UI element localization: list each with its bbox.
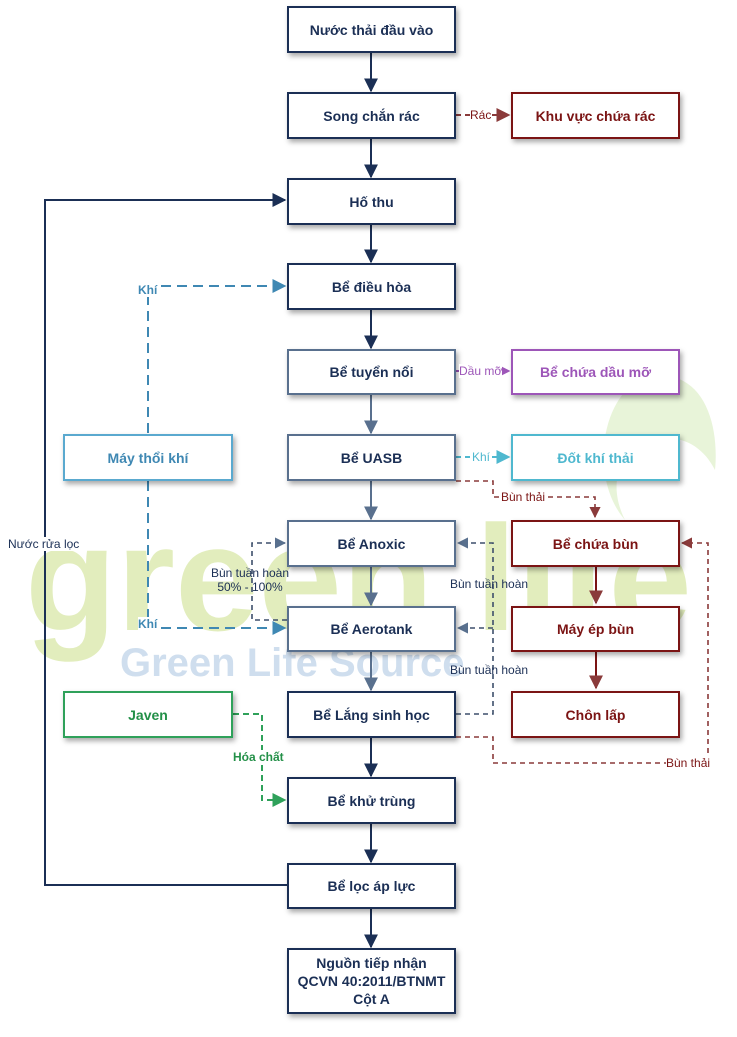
label-waste-sludge-top: Bùn thải [501, 490, 546, 504]
box-blower: Máy thổi khí [63, 434, 233, 481]
box-receiver: Nguồn tiếp nhận QCVN 40:2011/BTNMT Cột A [287, 948, 456, 1014]
label-chemical: Hóa chất [233, 750, 284, 764]
arrow-recirc-aerotank-anoxic [251, 537, 287, 621]
box-landfill: Chôn lấp [511, 691, 680, 738]
box-settling: Bể Lắng sinh học [287, 691, 456, 738]
arrow-air-to-aerotank [147, 481, 287, 635]
box-javen: Javen [63, 691, 233, 738]
box-equalization: Bể điều hòa [287, 263, 456, 310]
box-anoxic: Bể Anoxic [287, 520, 456, 567]
label-air-top: Khí [138, 283, 158, 297]
label-oil: Dầu mỡ [459, 364, 503, 378]
box-disinfection: Bể khử trùng [287, 777, 456, 824]
box-trash-area: Khu vực chứa rác [511, 92, 680, 139]
label-air-bottom: Khí [138, 617, 158, 631]
receiver-line-1: Nguồn tiếp nhận [316, 955, 427, 971]
box-sludge-tank: Bể chứa bùn [511, 520, 680, 567]
label-waste-sludge-bottom: Bùn thải [666, 756, 711, 770]
box-uasb: Bể UASB [287, 434, 456, 481]
receiver-line-3: Cột A [353, 991, 390, 1007]
box-gas-burn: Đốt khí thải [511, 434, 680, 481]
label-recirc-50: Bùn tuần hoàn 50% - 100% [205, 566, 295, 594]
arrow-recirc-settling-anoxic [456, 537, 494, 715]
label-recirc-50-line1: Bùn tuần hoàn [210, 566, 290, 580]
label-backwash: Nước rửa lọc [8, 537, 80, 551]
arrow-backwash-loop [44, 193, 287, 886]
box-aerotank: Bể Aerotank [287, 606, 456, 652]
label-recirc-right-2: Bùn tuần hoàn [450, 663, 529, 677]
label-trash: Rác [470, 108, 492, 122]
arrow-air-to-equalization [147, 279, 287, 433]
label-recirc-50-line2: 50% - 100% [217, 580, 283, 594]
box-sump: Hố thu [287, 178, 456, 225]
arrow-waste-sludge-settling [456, 537, 709, 764]
box-grease-tank: Bể chứa dầu mỡ [511, 349, 680, 395]
label-gas: Khí [472, 450, 491, 464]
box-screen: Song chắn rác [287, 92, 456, 139]
box-input: Nước thải đầu vào [287, 6, 456, 53]
box-pressure-filter: Bể lọc áp lực [287, 863, 456, 909]
label-recirc-right-1: Bùn tuần hoàn [450, 577, 529, 591]
box-flotation: Bể tuyển nổi [287, 349, 456, 395]
box-sludge-press: Máy ép bùn [511, 606, 680, 652]
receiver-line-2: QCVN 40:2011/BTNMT [297, 973, 446, 989]
